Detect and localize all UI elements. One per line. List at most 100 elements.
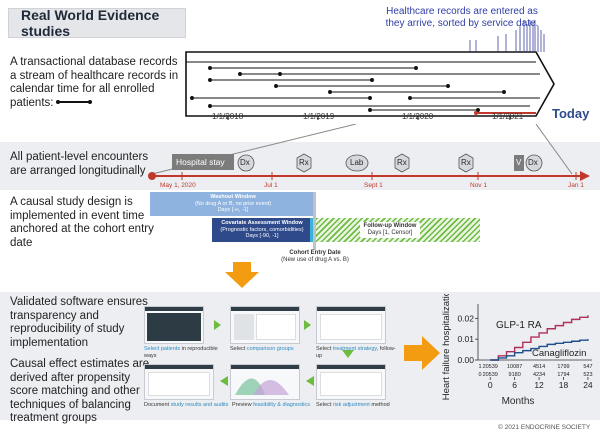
copyright: © 2021 ENDOCRINE SOCIETY xyxy=(498,424,591,431)
step-2-pre: Select xyxy=(230,346,247,352)
x-tick-label: 6 xyxy=(512,380,517,390)
database-text: A transactional database records a strea… xyxy=(10,56,179,109)
encounter-lab: Lab xyxy=(350,158,364,167)
screenshot-comparison-groups xyxy=(230,306,300,344)
encounter-timeline xyxy=(148,124,590,181)
encounter-dx-2: Dx xyxy=(528,158,538,167)
encounter-rx-3: Rx xyxy=(461,158,471,167)
hospital-stay-label: Hospital stay xyxy=(176,157,225,167)
followup-days: Days [1, Censor] xyxy=(367,229,413,236)
covariate-window xyxy=(212,218,316,242)
step-1-rest: in reproducible ways xyxy=(144,346,218,359)
washout-window xyxy=(150,192,316,216)
causal-text: Causal effect estimates are derived afte… xyxy=(10,358,150,424)
km-chart: 0.00 0.01 0.02 Heart failure hospitalizatio… xyxy=(441,294,593,400)
screenshot-document-results xyxy=(144,364,214,400)
design-text: A causal study design is implemented in … xyxy=(10,196,154,249)
step-3-caption: Select treatment strategy, follow-up xyxy=(316,346,400,359)
encounter-rx-2: Rx xyxy=(397,158,407,167)
step-6-rest: method xyxy=(369,402,390,408)
risk-table-cell: 523 xyxy=(583,372,592,378)
encounter-rx-1: Rx xyxy=(299,158,309,167)
followup-label-bg xyxy=(360,222,420,238)
down-arrow-icon xyxy=(225,262,259,288)
step-3-pre: Select xyxy=(316,346,333,352)
page-title: Real World Evidence studies xyxy=(21,7,160,39)
chart-xlabel: Months xyxy=(501,396,535,407)
risk-table-cell: 10087 xyxy=(507,364,522,370)
step-arrow-left-icon-1 xyxy=(220,376,228,386)
y-tick-label: 0.00 xyxy=(457,355,474,365)
enc-tick-jul: Jul 1 xyxy=(264,182,278,189)
screenshot-select-patients xyxy=(144,306,204,344)
washout-title: Washout Window xyxy=(210,194,256,200)
top-tick-2020: 1/1/2020 xyxy=(402,112,434,121)
cohort-entry-label: Cohort Entry Date (New use of drug A vs.… xyxy=(268,250,362,263)
followup-title: Follow-up Window xyxy=(363,223,417,229)
patient-line-legend xyxy=(55,98,92,106)
cohort-entry-sub: (New use of drug A vs. B) xyxy=(281,256,349,263)
risk-table-cell: 9180 xyxy=(509,372,521,378)
x-tick-label: 18 xyxy=(559,380,569,390)
x-tick-label: 24 xyxy=(583,380,593,390)
encounter-dx-1: Dx xyxy=(240,158,250,167)
enc-tick-sept: Sept 1 xyxy=(364,182,383,189)
step-arrow-left-icon-2 xyxy=(306,376,314,386)
right-arrow-icon xyxy=(404,336,440,370)
step-2-highlight: comparison groups xyxy=(246,346,294,352)
screenshot-feasibility xyxy=(230,364,300,400)
step-3-rest: , follow-up xyxy=(316,346,396,359)
covariate-label: Covariate Assessment Window (Prognostic … xyxy=(214,220,310,240)
risk-table-cell: 547 xyxy=(583,364,592,370)
series-line-glp1 xyxy=(490,315,589,361)
step-2-caption: Select comparison groups xyxy=(230,346,310,353)
risk-table-cell: 20539 xyxy=(483,372,498,378)
step-1-highlight: Select patients xyxy=(144,346,181,352)
covariate-days: Days [-90, -1] xyxy=(245,233,279,240)
washout-sub: (No drug A or B, no prior event) xyxy=(194,200,272,207)
step-4-pre: Document xyxy=(144,402,171,408)
database-description: A transactional database records a strea… xyxy=(10,56,180,110)
step-1-caption: Select patients in reproducible ways xyxy=(144,346,224,359)
y-tick-label: 0.01 xyxy=(457,334,474,344)
risk-table-cell: 1799 xyxy=(557,364,569,370)
step-4-highlight: study results and audits xyxy=(170,402,229,408)
chart-ylabel: Heart failure hospitalization xyxy=(441,294,452,400)
step-6-highlight: risk adjustment xyxy=(332,402,370,408)
encounters-text: All patient-level encounters are arrange… xyxy=(10,151,149,177)
risk-table-cell: 4234 xyxy=(533,372,545,378)
enc-tick-nov: Nov 1 xyxy=(470,182,487,189)
followup-label: Follow-up Window Days [1, Censor] xyxy=(360,223,420,236)
washout-label: Washout Window (No drug A or B, no prior… xyxy=(150,194,316,214)
step-arrow-icon-2 xyxy=(304,320,311,330)
washout-days: Days [-∞, -1] xyxy=(217,207,249,214)
risk-table-cell: 4514 xyxy=(533,364,545,370)
step-5-highlight: feasibility & diagnostics xyxy=(253,402,310,408)
risk-table-cell: 1794 xyxy=(557,372,569,378)
risk-table-cell: 20539 xyxy=(483,364,498,370)
software-text: Validated software ensures transparency … xyxy=(10,296,148,349)
top-tick-2019: 1/1/2019 xyxy=(303,112,335,121)
page-title-box: Real World Evidence studies xyxy=(8,7,186,39)
enc-tick-may: May 1, 2020 xyxy=(160,182,196,189)
y-tick-label: 0.02 xyxy=(457,313,474,323)
enc-tick-jan: Jan 1 xyxy=(568,182,584,189)
step-5-pre: Preview xyxy=(232,402,254,408)
step-6-caption: Select risk adjustment method xyxy=(316,402,400,409)
top-tick-2018: 1/1/2018 xyxy=(212,112,244,121)
covariate-title: Covariate Assessment Window xyxy=(221,220,303,226)
screenshot-treatment-strategy xyxy=(316,306,386,344)
x-tick-label: 12 xyxy=(534,380,544,390)
series-label-canagliflozin: Canagliflozin xyxy=(532,348,586,359)
cohort-entry-title: Cohort Entry Date xyxy=(289,250,341,256)
database-timeline xyxy=(185,20,555,120)
step-6-pre: Select xyxy=(316,402,333,408)
step-3-highlight: treatment strategy xyxy=(332,346,377,352)
x-tick-label: 0 xyxy=(488,380,493,390)
top-tick-2021: 1/1/2021 xyxy=(492,112,524,121)
risk-table-cell: 1 xyxy=(478,364,481,370)
series-label-glp1: GLP-1 RA xyxy=(496,320,542,331)
screenshot-risk-adjustment xyxy=(316,364,386,400)
series-line-canagliflozin xyxy=(490,339,589,361)
cohort-entry-marker xyxy=(313,192,316,250)
